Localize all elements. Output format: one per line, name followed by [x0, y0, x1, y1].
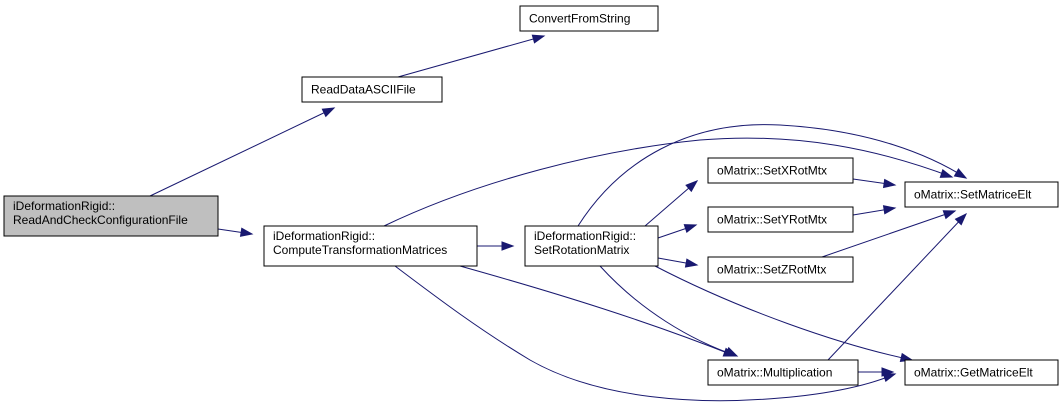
- edge-line: [394, 265, 896, 402]
- node-label: ReadDataASCIIFile: [311, 83, 416, 97]
- arrowhead-icon: [882, 205, 897, 215]
- arrowhead-icon: [939, 168, 954, 178]
- node-label: iDeformationRigid::: [534, 229, 636, 243]
- edge-line: [827, 213, 967, 361]
- node-box: [904, 181, 1059, 208]
- edge-line: [654, 265, 913, 361]
- edge-root-to-compute: [217, 227, 254, 237]
- node-label: oMatrix::Multiplication: [717, 366, 832, 380]
- arrowhead-icon: [685, 180, 699, 193]
- node-box: [904, 359, 1059, 386]
- node-label: SetRotationMatrix: [534, 243, 629, 257]
- edge-compute-to-setrot: [477, 241, 515, 251]
- edge-mult-to-setelt: [827, 212, 968, 361]
- node-label: oMatrix::SetYRotMtx: [717, 213, 827, 227]
- node-compute[interactable]: iDeformationRigid::ComputeTransformation…: [263, 225, 478, 267]
- node-convert[interactable]: ConvertFromString: [519, 5, 659, 32]
- node-label: oMatrix::SetZRotMtx: [717, 263, 826, 277]
- node-label: oMatrix::GetMatriceElt: [914, 366, 1033, 380]
- node-box: [263, 225, 478, 267]
- edge-line: [577, 124, 967, 227]
- arrowhead-icon: [683, 224, 698, 234]
- edge-setrot-to-setz: [657, 257, 699, 268]
- arrowhead-icon: [501, 241, 515, 251]
- edge-setrot-to-mult: [599, 265, 739, 357]
- node-readdata[interactable]: ReadDataASCIIFile: [301, 76, 443, 103]
- edge-line: [383, 137, 953, 227]
- arrowhead-icon: [881, 367, 895, 377]
- node-box: [524, 225, 659, 267]
- edge-setrot-to-setx: [644, 180, 699, 227]
- node-box: [301, 76, 443, 103]
- node-label: ConvertFromString: [529, 12, 630, 26]
- node-setelt[interactable]: oMatrix::SetMatriceElt: [904, 181, 1059, 208]
- arrowhead-icon: [239, 227, 254, 237]
- node-box: [519, 5, 659, 32]
- node-setx[interactable]: oMatrix::SetXRotMtx: [707, 157, 854, 184]
- node-label: oMatrix::SetXRotMtx: [717, 164, 827, 178]
- node-box: [707, 359, 859, 386]
- node-label: iDeformationRigid::: [273, 229, 375, 243]
- edge-layer: [149, 34, 968, 402]
- node-label: ReadAndCheckConfigurationFile: [13, 213, 188, 227]
- node-box: [707, 256, 854, 283]
- arrowhead-icon: [953, 168, 968, 179]
- node-setz[interactable]: oMatrix::SetZRotMtx: [707, 256, 854, 283]
- edge-line: [599, 265, 738, 357]
- node-box: [3, 195, 219, 237]
- arrowhead-icon: [531, 34, 546, 44]
- node-label: iDeformationRigid::: [13, 199, 115, 213]
- edge-line: [397, 35, 545, 78]
- edge-compute-to-setelt: [383, 137, 954, 227]
- node-root[interactable]: iDeformationRigid::ReadAndCheckConfigura…: [3, 195, 219, 237]
- edge-root-to-readdata: [149, 107, 336, 197]
- edge-sety-to-setelt: [852, 205, 897, 216]
- arrowhead-icon: [684, 258, 699, 268]
- edge-readdata-to-convert: [397, 34, 546, 78]
- edge-setx-to-setelt: [852, 178, 897, 189]
- edge-setrot-to-getelt: [654, 265, 914, 363]
- edge-setz-to-setelt: [821, 210, 957, 258]
- arrowhead-icon: [882, 178, 897, 189]
- node-mult[interactable]: oMatrix::Multiplication: [707, 359, 859, 386]
- edge-line: [149, 107, 335, 197]
- node-box: [707, 206, 854, 233]
- arrowhead-icon: [954, 212, 968, 226]
- node-label: oMatrix::SetMatriceElt: [914, 188, 1032, 202]
- node-label: ComputeTransformationMatrices: [273, 243, 447, 257]
- edge-line: [459, 265, 736, 357]
- node-sety[interactable]: oMatrix::SetYRotMtx: [707, 206, 854, 233]
- edge-line: [821, 210, 956, 258]
- node-getelt[interactable]: oMatrix::GetMatriceElt: [904, 359, 1059, 386]
- node-setrot[interactable]: iDeformationRigid::SetRotationMatrix: [524, 225, 659, 267]
- node-layer: iDeformationRigid::ReadAndCheckConfigura…: [3, 5, 1059, 386]
- arrowhead-icon: [724, 346, 739, 357]
- node-box: [707, 157, 854, 184]
- edge-mult-to-getelt: [858, 367, 895, 377]
- arrowhead-icon: [321, 107, 336, 118]
- edge-setrot-to-sety: [657, 224, 698, 239]
- arrowhead-icon: [942, 210, 957, 220]
- edge-setrot-to-setelt: [577, 124, 968, 227]
